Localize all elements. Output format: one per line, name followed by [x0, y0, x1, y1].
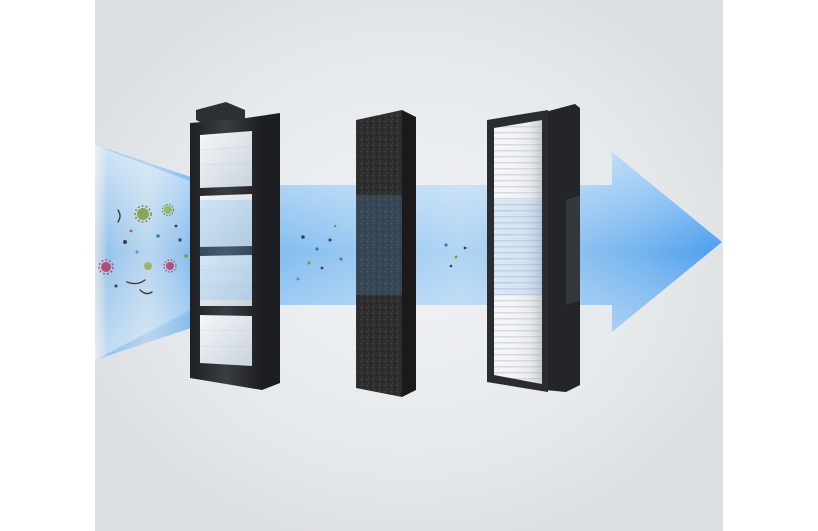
- fiber-particles: [117, 209, 153, 295]
- dust-particle-icon: [296, 224, 343, 281]
- primary-mesh-filter: [190, 102, 280, 390]
- sponge-foam-filter: [356, 110, 416, 397]
- bacteria-icon: [134, 203, 175, 270]
- pollen-icon: [98, 259, 177, 275]
- hepa-filter: [487, 104, 580, 392]
- dust-particle-icon: [444, 243, 467, 268]
- contaminants: [98, 203, 194, 295]
